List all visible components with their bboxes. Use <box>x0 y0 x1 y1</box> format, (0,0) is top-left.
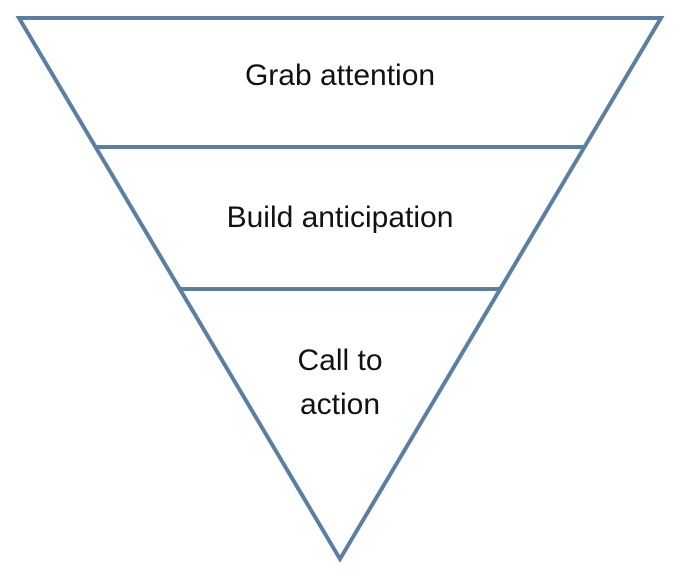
stage-label-build-anticipation: Build anticipation <box>226 201 454 234</box>
stage-label-grab-attention: Grab attention <box>244 59 436 92</box>
funnel-outline <box>15 16 665 563</box>
stage-label-call-to-action: Call to action <box>297 344 383 421</box>
